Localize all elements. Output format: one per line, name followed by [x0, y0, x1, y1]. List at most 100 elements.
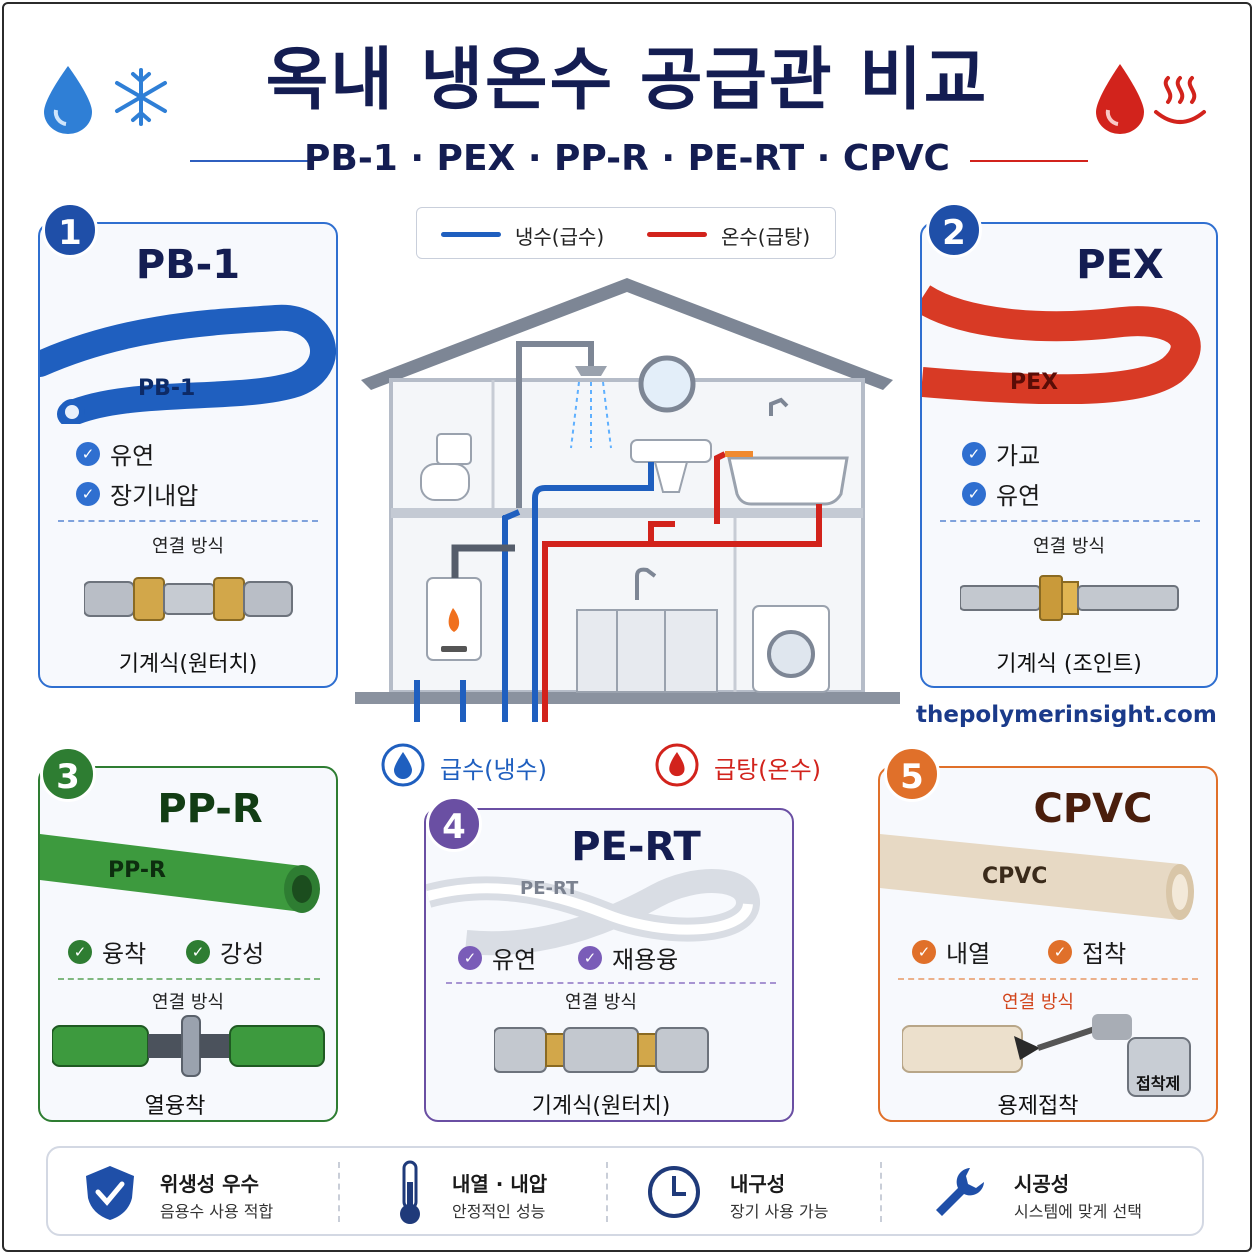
card-ppr-title: PP-R: [157, 786, 263, 832]
footer-item-heat: 내열 · 내압 안정적인 성능: [340, 1148, 606, 1234]
pex-feature-1: ✓ 가교: [962, 436, 1040, 471]
cpvc-connection-method: 용제접착: [997, 1094, 1079, 1119]
pb1-feature-2: ✓장기내압: [76, 476, 198, 511]
pex-feature-1-label: 가교: [996, 442, 1041, 470]
pert-connection-method: 기계식(원터치): [531, 1094, 671, 1119]
pex-connection-title: 연결 방식: [1033, 536, 1105, 557]
cpvc-fitting-image: [902, 1014, 1191, 1097]
pert-divider: [446, 982, 776, 984]
pert-connection-title: 연결 방식: [565, 992, 637, 1013]
pb1-tube-label: PB-1: [138, 376, 196, 401]
ppr-pipe-image: [40, 834, 320, 913]
page-title: 옥내 냉온수 공급관 비교: [265, 41, 989, 120]
clock-icon: [648, 1166, 700, 1218]
footer-separator: [606, 1162, 608, 1222]
legend-cold-swatch: [441, 232, 501, 237]
card-pb1-number: 1: [42, 202, 98, 258]
ppr-fitting-image: [52, 1015, 325, 1077]
card-cpvc-title: CPVC: [1033, 786, 1153, 832]
footer-heat-title: 내열 · 내압: [452, 1172, 548, 1196]
pert-feature-2-label: 재용융: [612, 946, 679, 974]
card-cpvc: CPVC CPVC ✓ 내열 ✓접착 연결 방식 접착제 용제접착: [878, 766, 1218, 1122]
legend-hot-label: 온수(급탕): [721, 225, 811, 249]
footer-item-durability: 내구성 장기 사용 가능: [608, 1148, 880, 1234]
cpvc-feature-1-label: 내열: [946, 940, 991, 968]
footer-heat-desc: 안정적인 성능: [452, 1202, 546, 1221]
ppr-feature-1-label: 융착: [102, 940, 147, 968]
check-icon: ✓: [962, 481, 986, 506]
pert-tube-label: PE-RT: [520, 878, 579, 899]
check-icon: ✓: [186, 939, 210, 964]
shield-check-icon: [86, 1166, 134, 1220]
check-icon: ✓: [458, 945, 482, 970]
ppr-feature-2-label: 강성: [220, 940, 265, 968]
cpvc-tube-label: CPVC: [982, 864, 1048, 889]
website-label: thepolymerinsight.com: [916, 702, 1217, 728]
pex-pipe-image: [922, 285, 1201, 404]
check-icon: ✓: [76, 441, 100, 466]
footer-hygiene-title: 위생성 우수: [160, 1172, 259, 1196]
snowflake-icon: [115, 68, 167, 126]
check-icon: ✓: [68, 939, 92, 964]
pex-fitting-image: [960, 575, 1179, 621]
footer-hygiene-desc: 음용수 사용 적합: [160, 1202, 274, 1221]
pb1-connection-title: 연결 방식: [152, 536, 224, 557]
pert-pipe-image: [426, 869, 760, 956]
card-cpvc-number: 5: [884, 746, 940, 802]
footer-workability-title: 시공성: [1014, 1172, 1070, 1196]
subtitle-right-line: [970, 160, 1088, 162]
pex-divider: [940, 520, 1200, 522]
pipe-legend: 냉수(급수) 온수(급탕): [416, 207, 836, 259]
heat-steam-icon: [1154, 76, 1206, 124]
footer-separator: [880, 1162, 882, 1222]
pb1-fitting-image: [84, 577, 293, 621]
card-pert-number: 4: [426, 796, 482, 852]
pb1-feature-1-label: 유연: [110, 442, 155, 470]
card-pex-number: 2: [926, 202, 982, 258]
hot-supply-label: 급탕(온수): [714, 756, 822, 784]
pb1-divider: [58, 520, 318, 522]
check-icon: ✓: [1048, 939, 1072, 964]
pert-feature-1: ✓유연: [458, 940, 536, 975]
cpvc-connection-title: 연결 방식: [1002, 992, 1074, 1013]
card-pert-title: PE-RT: [571, 824, 701, 870]
ppr-feature-1: ✓ 융착: [68, 934, 146, 969]
pert-feature-2: ✓재용융: [578, 940, 678, 975]
pb1-pipe-image: [40, 304, 336, 424]
cpvc-divider: [898, 978, 1198, 980]
pex-tube-label: PEX: [1010, 370, 1059, 395]
card-pert: PE-RT PE-RT ✓유연 ✓재용융 연결 방식 기계식(원터치): [424, 808, 794, 1122]
legend-hot-swatch: [647, 232, 707, 237]
feature-footer: 위생성 우수 음용수 사용 적합 내열 · 내압 안정적인 성능 내구성 장기 …: [46, 1146, 1204, 1236]
pb1-connection-method: 기계식(원터치): [118, 652, 258, 677]
pb1-feature-1: ✓ 유연: [76, 436, 154, 471]
card-ppr-number: 3: [40, 746, 96, 802]
footer-item-hygiene: 위생성 우수 음용수 사용 적합: [48, 1148, 336, 1234]
cpvc-feature-2: ✓접착: [1048, 934, 1126, 969]
ppr-divider: [58, 978, 320, 980]
card-pb1-title: PB-1: [135, 242, 241, 288]
ppr-connection-method: 열융착: [144, 1094, 206, 1119]
subtitle-left-line: [190, 160, 308, 162]
pex-feature-2-label: 유연: [996, 482, 1041, 510]
house-plumbing-diagram: [355, 278, 900, 722]
pex-connection-method: 기계식 (조인트): [996, 652, 1142, 677]
cpvc-pipe-image: [880, 834, 1194, 920]
glue-can-label: 접착제: [1136, 1074, 1181, 1093]
check-icon: ✓: [912, 939, 936, 964]
footer-durability-desc: 장기 사용 가능: [730, 1202, 829, 1221]
legend-cold-label: 냉수(급수): [515, 225, 605, 249]
wrench-icon: [936, 1168, 984, 1216]
pb1-feature-2-label: 장기내압: [110, 482, 199, 510]
footer-item-workability: 시공성 시스템에 맞게 선택: [882, 1148, 1202, 1234]
ppr-connection-title: 연결 방식: [152, 992, 224, 1013]
check-icon: ✓: [962, 441, 986, 466]
hot-water-drop-icon: [1096, 64, 1144, 134]
ppr-feature-2: ✓ 강성: [186, 934, 264, 969]
card-pb1: PB-1 PB-1 ✓ 유연 ✓장기내압 연결 방식 기계식(원터치): [38, 222, 338, 688]
cold-supply-icon: [381, 743, 425, 787]
footer-separator: [338, 1162, 340, 1222]
cold-supply-label: 급수(냉수): [440, 756, 548, 784]
page-subtitle: PB-1 · PEX · PP-R · PE-RT · CPVC: [304, 138, 950, 179]
